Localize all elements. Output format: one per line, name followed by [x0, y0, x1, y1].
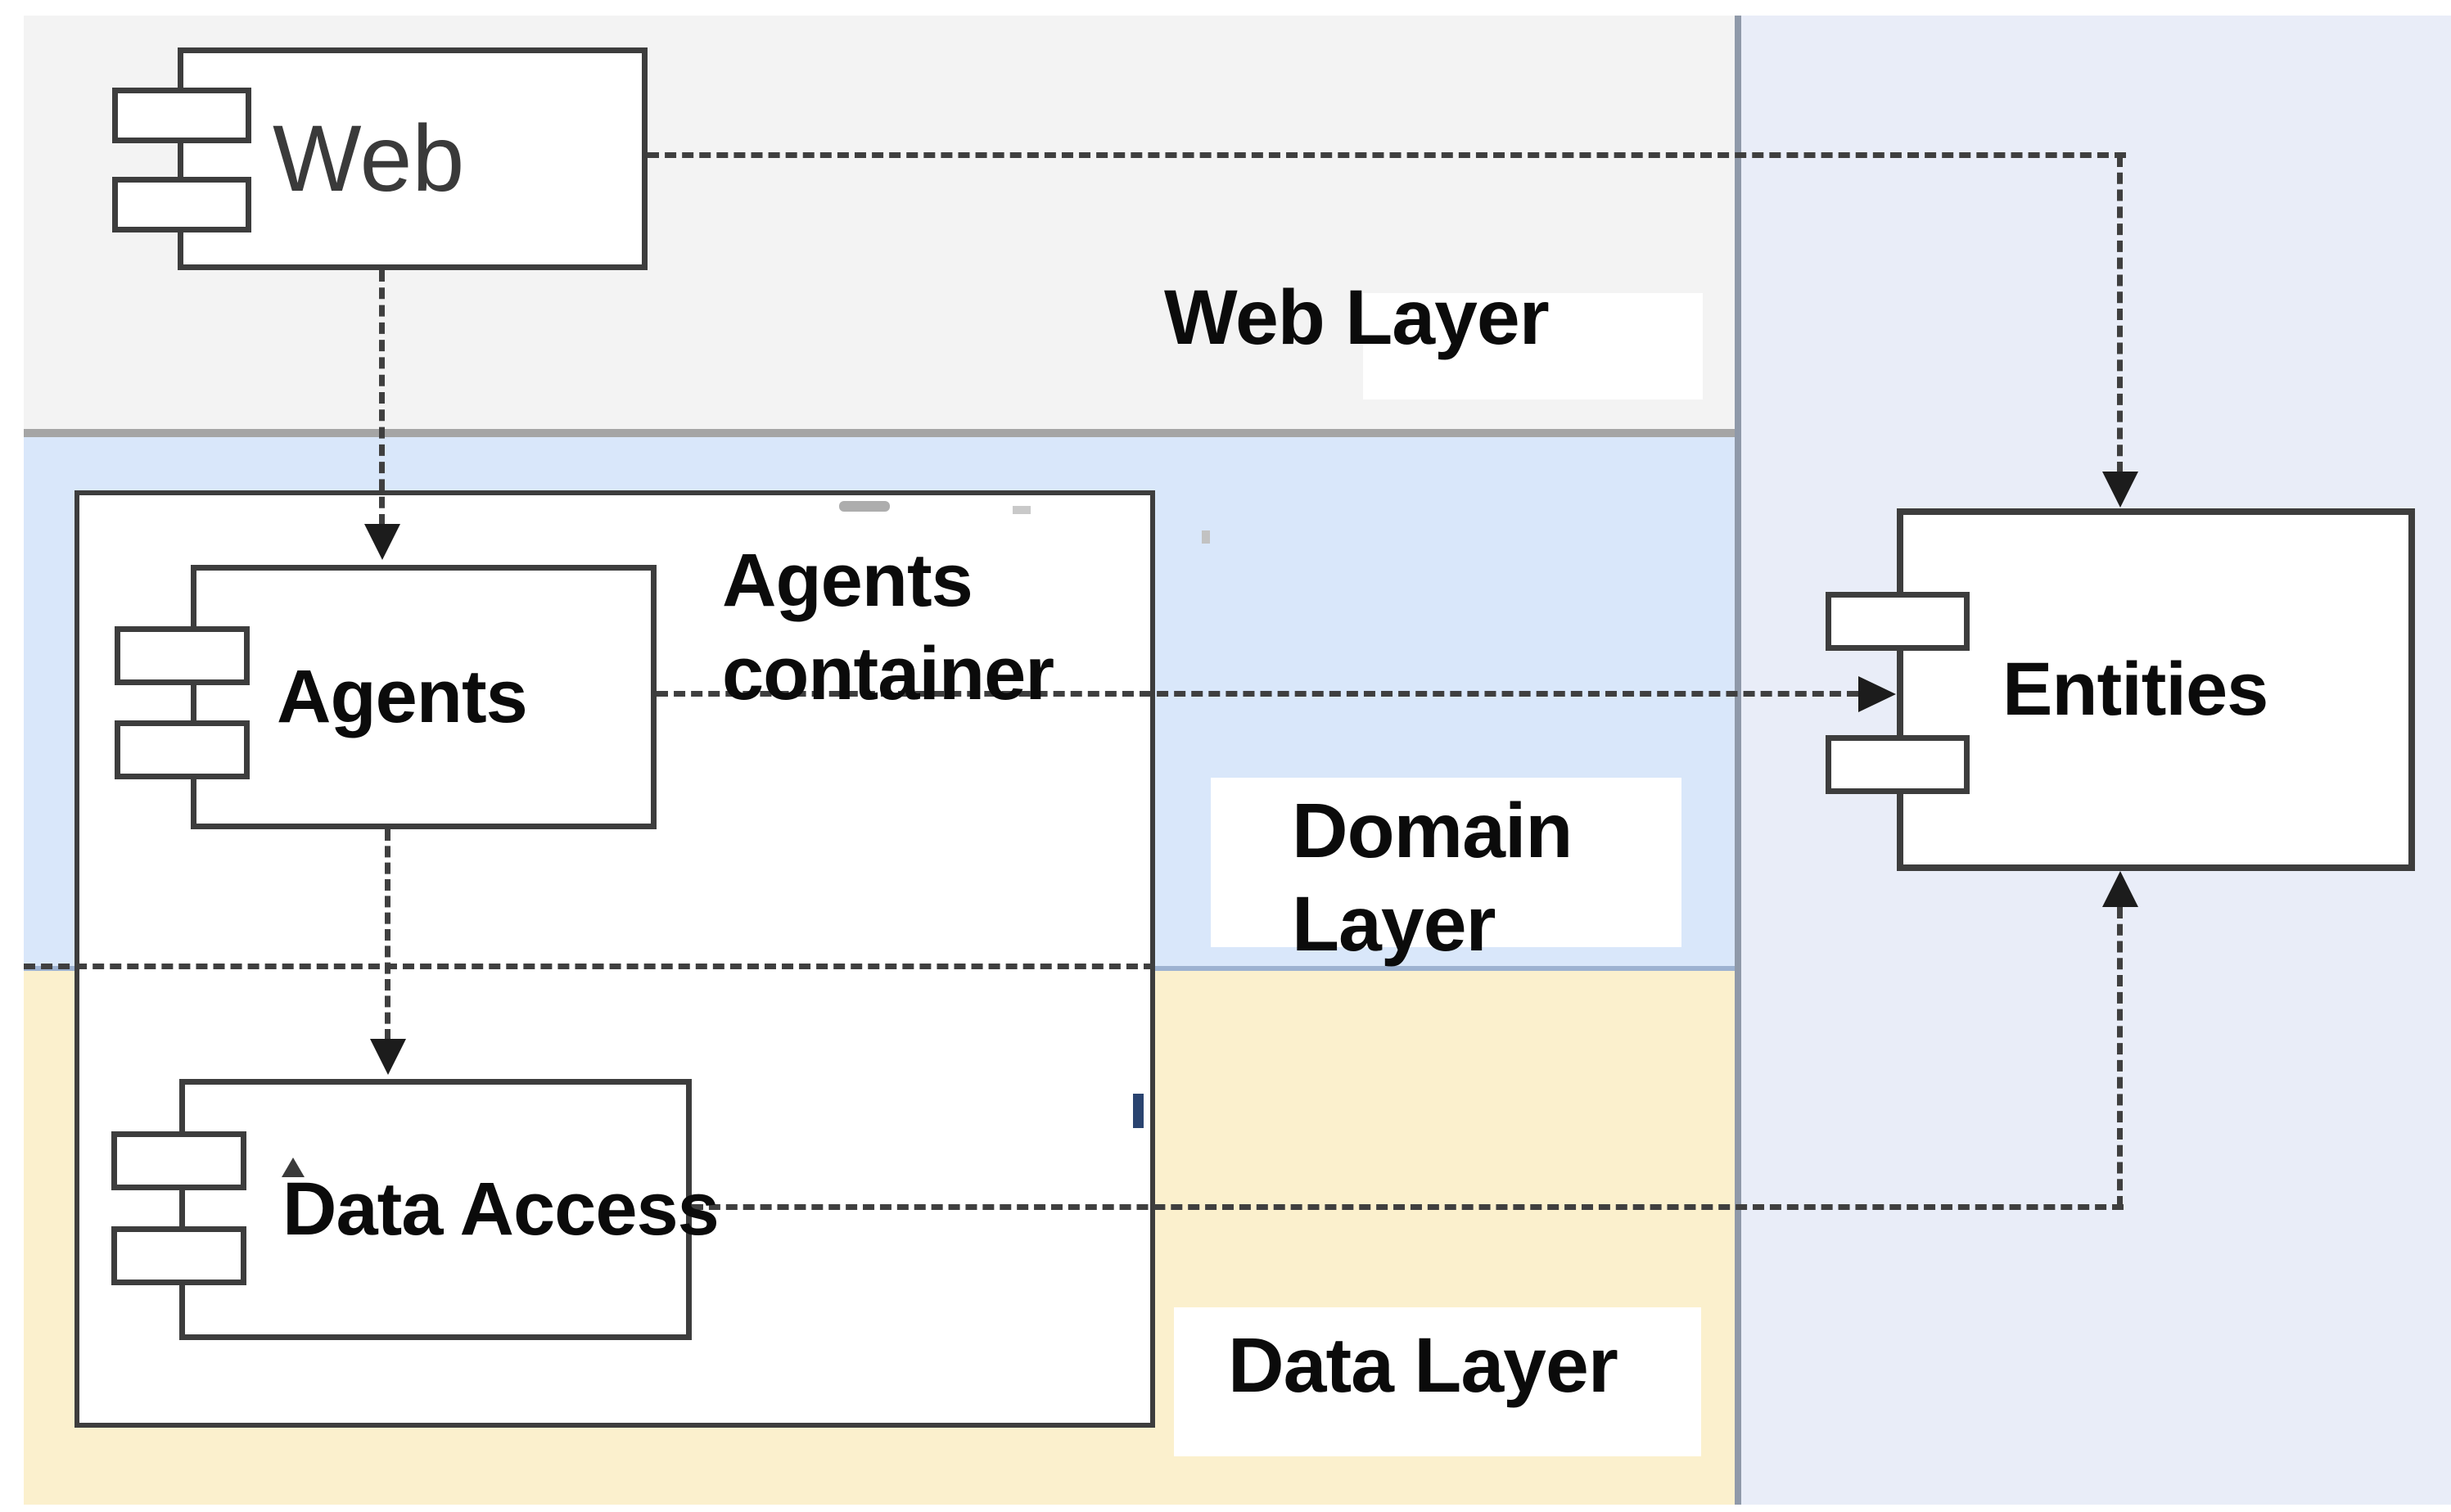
connection-agents-entities-horizontal — [657, 691, 1858, 697]
connection-web-entities-vertical — [2117, 156, 2123, 473]
smudge-artifact — [1202, 530, 1210, 544]
agents-container-label-line1: Agents — [722, 539, 973, 622]
data-access-component-icon — [111, 1226, 246, 1285]
web-component-icon — [112, 177, 251, 232]
arrowhead-into-entities-bottom — [2102, 871, 2138, 907]
agents-container-label-line2: container — [722, 632, 1054, 715]
agents-component-box — [191, 565, 657, 829]
tick-artifact — [1133, 1094, 1144, 1128]
connection-agents-dataaccess-vertical — [385, 829, 390, 1040]
connection-web-agents-vertical — [379, 270, 385, 526]
data-layer-label: Data Layer — [1228, 1322, 1618, 1409]
agents-container-label: Agents container — [722, 534, 1054, 720]
connection-dataaccess-entities-horizontal — [692, 1204, 2124, 1210]
web-component-icon — [112, 88, 251, 143]
smudge-artifact — [1013, 506, 1031, 514]
domain-data-boundary-dashed-line — [24, 964, 1155, 969]
caret-artifact — [282, 1158, 305, 1177]
entities-component-icon — [1826, 735, 1970, 794]
arrowhead-into-entities-top — [2102, 472, 2138, 508]
web-component-label: Web — [273, 106, 465, 211]
arrowhead-into-dataaccess-top — [370, 1039, 406, 1075]
smudge-artifact — [839, 501, 890, 512]
connection-dataaccess-entities-vertical — [2117, 907, 2123, 1207]
domain-layer-label: Domain Layer — [1292, 784, 1573, 971]
data-access-component-icon — [111, 1131, 246, 1190]
domain-layer-label-line1: Domain — [1292, 788, 1573, 874]
domain-layer-label-line2: Layer — [1292, 881, 1496, 968]
data-access-component-box — [179, 1079, 692, 1340]
web-component-box — [178, 47, 648, 270]
domain-layer-label-patch — [1211, 778, 1681, 947]
entities-component-icon — [1826, 592, 1970, 651]
data-access-component-label: Data Access — [282, 1167, 720, 1251]
connection-web-entities-horizontal — [648, 152, 2126, 158]
web-domain-divider — [24, 429, 1735, 437]
data-layer-label-patch — [1174, 1307, 1701, 1456]
arrowhead-into-agents-top — [364, 524, 400, 560]
web-layer-label: Web Layer — [1164, 274, 1550, 361]
entities-component-label: Entities — [2002, 648, 2268, 731]
entities-component-box — [1897, 508, 2415, 871]
web-layer-label-patch — [1363, 293, 1703, 399]
arrowhead-into-entities-left — [1858, 676, 1896, 712]
agents-component-icon — [115, 720, 250, 779]
agents-component-icon — [115, 626, 250, 685]
agents-component-label: Agents — [277, 655, 528, 738]
